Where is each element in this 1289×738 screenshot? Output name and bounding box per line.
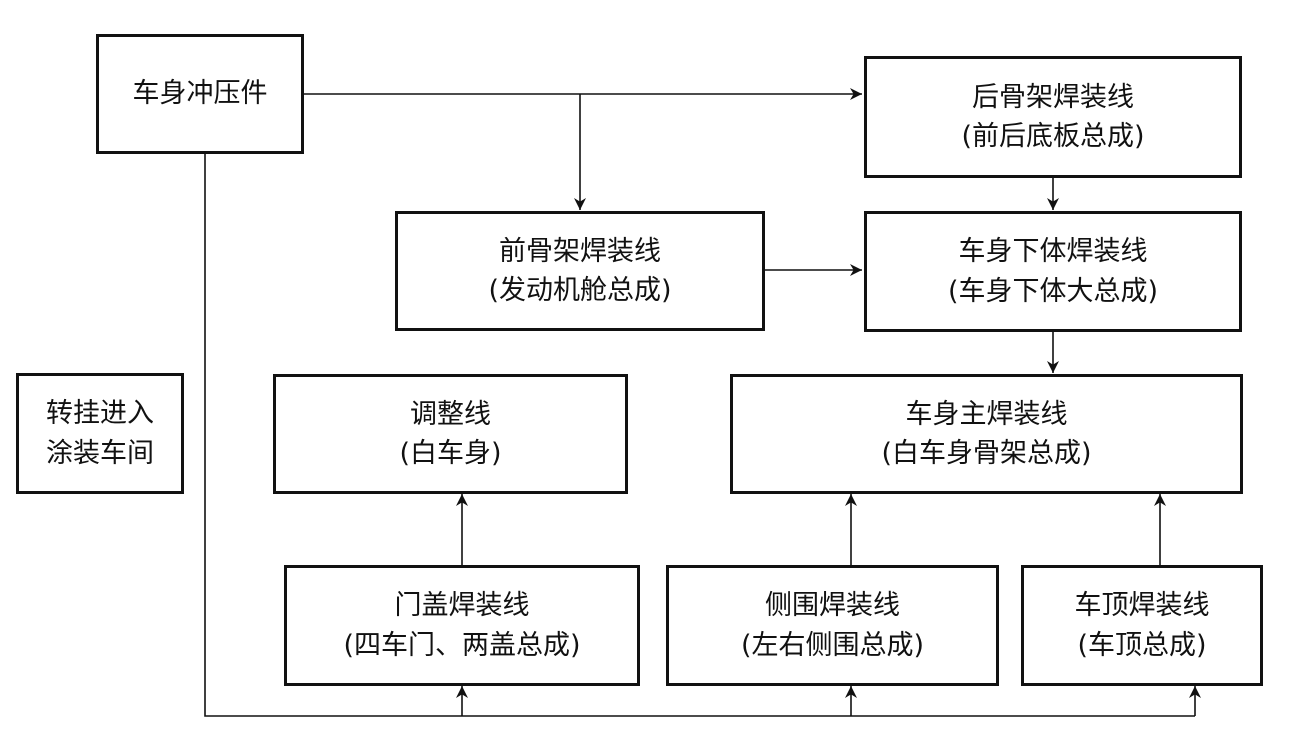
node-rear-frame-line-1: 后骨架焊装线 <box>972 81 1134 113</box>
node-main-body-weld-line: 车身主焊装线 (白车身骨架总成) <box>730 374 1243 494</box>
connector-stamping-bottom-bus <box>204 154 1195 717</box>
node-roof-line-2: (车顶总成) <box>1077 629 1207 661</box>
node-rear-frame-weld-line: 后骨架焊装线 (前后底板总成) <box>864 56 1242 178</box>
node-paint-shop-transfer: 转挂进入 涂装车间 <box>16 373 184 494</box>
node-door-cover-line-2: (四车门、两盖总成) <box>343 629 581 661</box>
node-side-frame-line-1: 侧围焊装线 <box>765 590 900 622</box>
node-paint-transfer-line-1: 转挂进入 <box>46 398 154 430</box>
node-main-weld-line-1: 车身主焊装线 <box>905 398 1068 430</box>
node-adjustment-line: 调整线 (白车身) <box>273 374 628 494</box>
node-front-frame-line-1: 前骨架焊装线 <box>499 235 661 267</box>
node-underbody-line-1: 车身下体焊装线 <box>958 236 1148 268</box>
node-stamping-line-1: 车身冲压件 <box>132 78 268 110</box>
node-roof-weld-line: 车顶焊装线 (车顶总成) <box>1021 565 1263 686</box>
node-adjust-line-1: 调整线 <box>410 398 491 430</box>
node-underbody-weld-line: 车身下体焊装线 (车身下体大总成) <box>864 211 1242 332</box>
node-side-frame-weld-line: 侧围焊装线 (左右侧围总成) <box>666 565 999 686</box>
node-door-cover-weld-line: 门盖焊装线 (四车门、两盖总成) <box>284 565 640 686</box>
node-door-cover-line-1: 门盖焊装线 <box>394 590 530 622</box>
node-front-frame-line-2: (发动机舱总成) <box>488 275 672 306</box>
node-side-frame-line-2: (左右侧围总成) <box>740 629 925 661</box>
node-roof-line-1: 车顶焊装线 <box>1074 590 1210 622</box>
node-main-weld-line-2: (白车身骨架总成) <box>881 438 1092 469</box>
node-front-frame-weld-line: 前骨架焊装线 (发动机舱总成) <box>395 211 765 331</box>
node-underbody-line-2: (车身下体大总成) <box>947 275 1159 307</box>
node-stamping: 车身冲压件 <box>96 34 304 154</box>
node-adjust-line-2: (白车身) <box>399 438 502 469</box>
node-rear-frame-line-2: (前后底板总成) <box>961 121 1145 152</box>
node-paint-transfer-line-2: 涂装车间 <box>46 437 154 469</box>
